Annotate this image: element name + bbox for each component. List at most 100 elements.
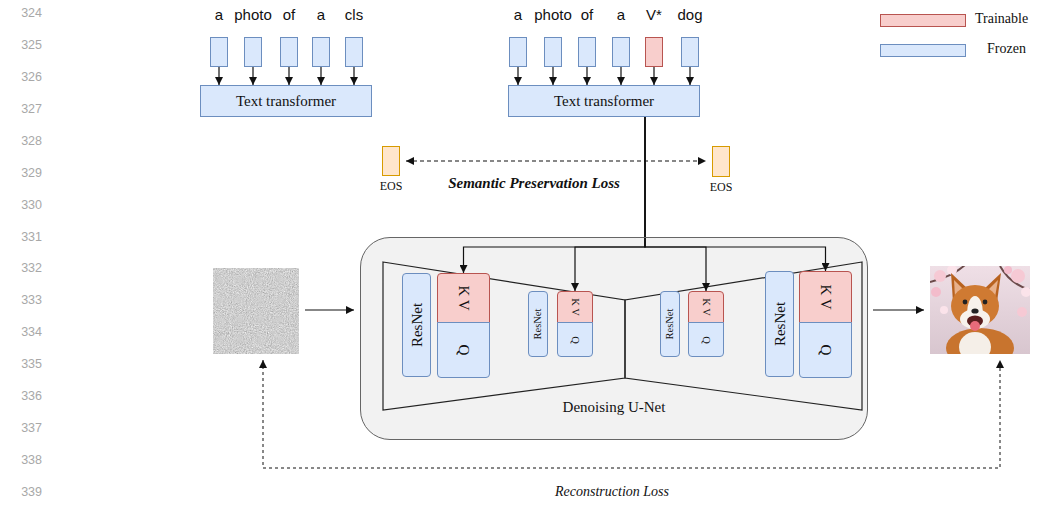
unet-box: Denoising U-NetResNetK VQResNetK VQResNe… xyxy=(360,237,868,440)
reconstruction-loss-line xyxy=(263,360,1000,468)
line-number: 333 xyxy=(2,293,42,308)
key-value-projection: K V xyxy=(688,291,724,323)
line-number: 328 xyxy=(2,134,42,149)
node-label: photo xyxy=(234,6,272,24)
dog-photo xyxy=(1011,269,1025,283)
unet-trapezoids xyxy=(383,262,625,410)
token-embedding: a xyxy=(612,37,630,67)
legend-swatch xyxy=(880,44,966,57)
node-label: cls xyxy=(345,6,363,24)
arrow-connector xyxy=(517,67,518,85)
dog-photo xyxy=(930,266,1030,354)
dog-photo xyxy=(940,306,948,314)
dog-photo xyxy=(946,328,1014,354)
token-embedding: photo xyxy=(244,37,262,67)
node-label: ResNet xyxy=(664,309,677,340)
arrow-connector xyxy=(320,67,321,85)
legend-label: Trainable xyxy=(975,11,1028,28)
node-label: Text transformer xyxy=(236,92,336,110)
node-label: dog xyxy=(677,6,702,24)
dog-photo xyxy=(1004,266,1012,274)
dog-photo xyxy=(970,321,980,331)
dog-photo xyxy=(931,287,941,297)
line-number: 331 xyxy=(2,230,42,245)
resnet-block: ResNet xyxy=(660,291,680,357)
arrow-connector xyxy=(288,67,289,85)
reconstruction-loss-line xyxy=(263,360,1000,468)
arrow-connector xyxy=(353,67,354,85)
token-embedding: photo xyxy=(544,37,562,67)
node-label: photo xyxy=(534,6,572,24)
node-label: ResNet xyxy=(408,303,426,347)
noise-image xyxy=(213,268,299,354)
arrow-connector xyxy=(620,67,621,85)
node-label: of xyxy=(283,6,296,24)
arrow-connector xyxy=(575,117,645,291)
line-number: 339 xyxy=(2,485,42,500)
noise-image xyxy=(213,268,299,354)
legend-label: Frozen xyxy=(987,41,1026,58)
text-encoder-box: Text transformer xyxy=(508,85,700,117)
node-label: Q xyxy=(700,336,713,344)
dog-photo xyxy=(983,300,988,305)
line-number: 330 xyxy=(2,198,42,213)
dog-photo xyxy=(971,308,978,313)
unet-trapezoids xyxy=(383,262,862,410)
query-projection: Q xyxy=(799,322,852,378)
eos-embedding: EOS xyxy=(382,146,400,176)
node-label: V* xyxy=(646,6,662,24)
token-embedding: of xyxy=(280,37,298,67)
unet-fill xyxy=(360,237,868,440)
dog-photo xyxy=(947,266,957,275)
node-label: EOS xyxy=(380,179,403,193)
node-label: Denoising U-Net xyxy=(563,398,666,416)
token-embedding: a xyxy=(312,37,330,67)
arrow-connector xyxy=(653,67,654,85)
node-label: Q xyxy=(817,345,835,356)
node-label: ResNet xyxy=(771,302,789,346)
arrow-connector xyxy=(586,67,587,85)
flow-arrows xyxy=(873,309,924,310)
line-number: 335 xyxy=(2,357,42,372)
legend-swatch xyxy=(880,14,966,27)
dog-photo xyxy=(934,270,946,282)
loss-label: Reconstruction Loss xyxy=(555,484,669,501)
dog-photo xyxy=(963,300,968,305)
node-label: a xyxy=(617,6,625,24)
token-embedding: cls xyxy=(345,37,363,67)
node-label: K V xyxy=(700,298,713,316)
arrow-connector xyxy=(252,67,253,85)
arrow-connector xyxy=(464,117,646,273)
node-label: of xyxy=(581,6,594,24)
arrow-connector xyxy=(645,117,826,271)
node-label: K V xyxy=(817,284,835,309)
arrow-connector xyxy=(689,67,690,85)
key-value-projection: K V xyxy=(799,271,852,323)
key-value-projection: K V xyxy=(557,291,593,323)
flow-arrows xyxy=(305,309,354,310)
noise-image xyxy=(213,268,299,354)
node-label: ResNet xyxy=(532,309,545,340)
line-number: 325 xyxy=(2,38,42,53)
node-label: EOS xyxy=(710,180,733,194)
line-number: 337 xyxy=(2,421,42,436)
node-label: a xyxy=(317,6,325,24)
token-embedding: a xyxy=(509,37,527,67)
line-number: 327 xyxy=(2,102,42,117)
arrow-connector xyxy=(552,67,553,85)
node-label: Text transformer xyxy=(554,92,654,110)
eos-embedding: EOS xyxy=(712,146,730,177)
node-label: K V xyxy=(569,298,582,316)
token-embedding: a xyxy=(210,37,228,67)
node-label: Q xyxy=(569,336,582,344)
dog-photo xyxy=(959,332,991,354)
key-value-projection: K V xyxy=(437,273,490,323)
token-embedding: dog xyxy=(681,37,699,67)
dog-photo xyxy=(1017,307,1027,317)
resnet-block: ResNet xyxy=(765,271,794,377)
query-projection: Q xyxy=(437,322,490,378)
line-number: 324 xyxy=(2,6,42,21)
